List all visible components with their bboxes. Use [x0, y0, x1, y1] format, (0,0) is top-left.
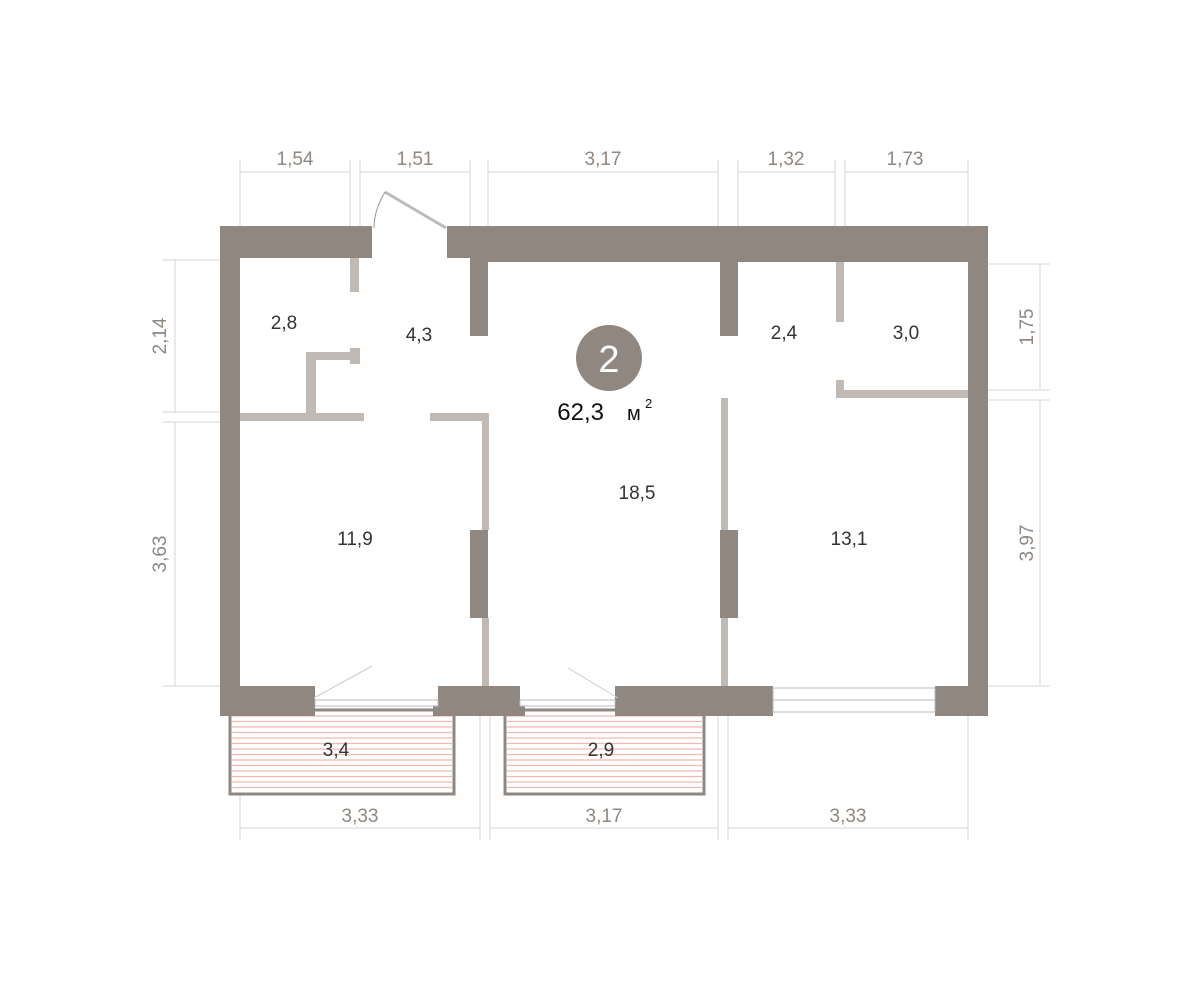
room-area-bathroom-right: 3,0: [893, 323, 919, 344]
dim-right-1: 1,75: [1017, 309, 1038, 346]
apartment-badge: 2 62,3 м 2: [557, 325, 652, 426]
apartment-area-sup: 2: [645, 396, 652, 411]
room-area-living: 18,5: [619, 483, 656, 504]
room-area-bedroom-right: 13,1: [831, 529, 868, 550]
dimension-labels: 1,54 1,51 3,17 1,32 1,73 2,14 3,63 1,75 …: [150, 149, 1038, 827]
dim-bottom-2: 3,17: [586, 806, 623, 827]
dim-top-2: 1,51: [397, 149, 434, 170]
entry-door[interactable]: [373, 190, 447, 230]
room-area-corridor-right: 2,4: [771, 323, 798, 344]
balcony-doors[interactable]: [313, 665, 619, 699]
windows: [314, 687, 936, 713]
dim-top-1: 1,54: [277, 149, 314, 170]
apartment-area: 62,3: [557, 399, 604, 426]
dim-bottom-1: 3,33: [342, 806, 379, 827]
interior-walls: [470, 246, 738, 618]
apartment-area-unit: м: [627, 403, 641, 425]
dim-top-5: 1,73: [887, 149, 924, 170]
room-area-bedroom-left: 11,9: [337, 529, 373, 550]
balcony-left: [228, 708, 456, 796]
dim-right-2: 3,97: [1017, 525, 1038, 562]
outer-walls: [220, 226, 988, 716]
balcony-middle: [503, 708, 706, 796]
dimension-lines: [162, 160, 1050, 840]
room-labels: 2,8 4,3 18,5 11,9 2,4 3,0 13,1 3,4 2,9: [271, 313, 919, 761]
dim-top-4: 1,32: [768, 149, 805, 170]
partitions: [240, 258, 968, 686]
apartment-number-circle: [576, 325, 642, 391]
dim-bottom-3: 3,33: [830, 806, 867, 827]
room-area-bathroom: 2,8: [271, 313, 297, 334]
room-area-balcony-left: 3,4: [323, 740, 350, 761]
room-area-hallway: 4,3: [406, 325, 432, 346]
dim-left-2: 3,63: [150, 536, 171, 573]
apartment-number: 2: [598, 339, 619, 381]
dim-left-1: 2,14: [150, 317, 171, 354]
room-area-balcony-middle: 2,9: [588, 740, 614, 761]
dim-top-3: 3,17: [585, 149, 622, 170]
